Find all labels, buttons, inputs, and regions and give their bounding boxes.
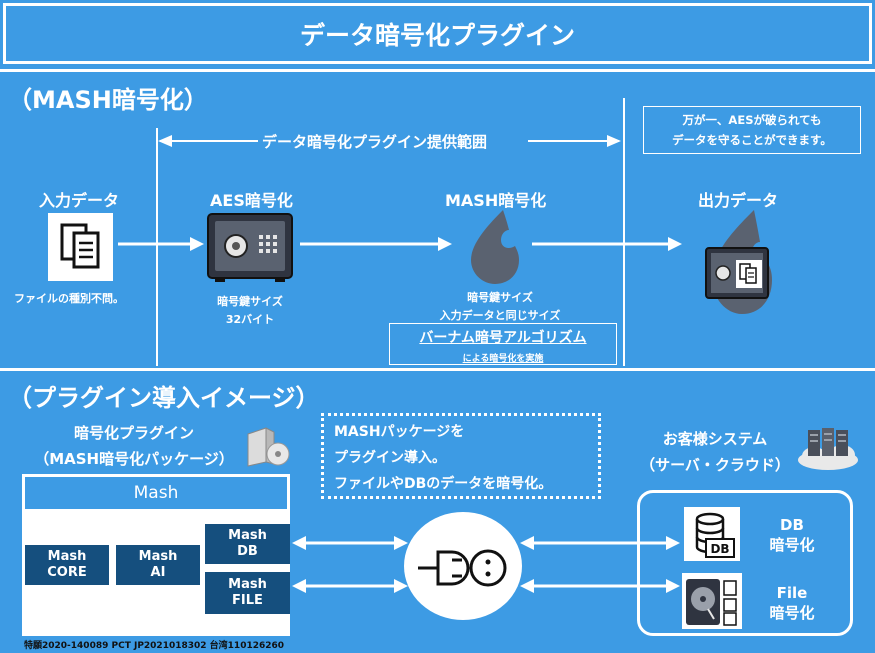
aes-caption-line1: 暗号鍵サイズ	[217, 295, 283, 308]
section2-heading: （プラグイン導入イメージ）	[8, 384, 320, 412]
plug-icon	[404, 512, 522, 620]
plugin-label: 暗号化プラグイン （MASH暗号化パッケージ）	[20, 420, 248, 472]
file-drive-icon	[682, 573, 742, 629]
divider-top	[0, 69, 875, 72]
mash-title: MASH暗号化	[445, 191, 547, 210]
drop-icon	[465, 208, 525, 286]
input-data-caption: ファイルの種別不問。	[14, 292, 124, 305]
mash-ai-line1: Mash	[138, 549, 178, 565]
file-encryption-line2: 暗号化	[769, 604, 815, 622]
customer-system-box: DB DB 暗号化 File 暗号化	[637, 490, 853, 636]
db-encryption-line1: DB	[780, 516, 804, 534]
mash-box-header: Mash	[25, 477, 287, 509]
section1-heading: （MASH暗号化）	[8, 86, 208, 114]
callout-line3: ファイルやDBのデータを暗号化。	[334, 476, 553, 492]
customer-system-label: お客様システム （サーバ・クラウド）	[625, 426, 805, 478]
aes-note-box: 万が一、AESが破られても データを守ることができます。	[643, 106, 861, 154]
cloud-server-icon	[796, 424, 860, 472]
divider-middle	[0, 368, 875, 371]
mash-core-line1: Mash	[47, 549, 87, 565]
range-right-line	[623, 98, 625, 366]
callout-box: MASHパッケージを プラグイン導入。 ファイルやDBのデータを暗号化。	[321, 413, 601, 499]
mash-file-line2: FILE	[232, 593, 263, 608]
aes-note-line1: 万が一、AESが破られても	[682, 113, 822, 127]
mash-caption-line1: 暗号鍵サイズ	[467, 291, 533, 304]
mash-file-line1: Mash	[228, 577, 267, 593]
customer-system-line1: お客様システム	[662, 430, 768, 448]
safe-icon	[207, 213, 293, 283]
algorithm-title: バーナム暗号アルゴリズム	[419, 330, 587, 346]
algorithm-box: バーナム暗号アルゴリズム による暗号化を実施	[389, 323, 617, 365]
plugin-label-line1: 暗号化プラグイン	[73, 424, 194, 442]
callout-line2: プラグイン導入。	[334, 450, 446, 466]
patent-number: 特願2020-140089 PCT JP2021018302 台湾1101262…	[24, 641, 285, 651]
encrypted-output-icon	[702, 208, 774, 316]
input-data-title: 入力データ	[39, 191, 120, 210]
db-encryption-line2: 暗号化	[769, 536, 815, 554]
aes-title: AES暗号化	[210, 191, 293, 210]
mash-caption: 暗号鍵サイズ 入力データと同じサイズ	[410, 289, 590, 325]
aes-note-line2: データを守ることができます。	[672, 133, 832, 147]
algorithm-sub: による暗号化を実施	[462, 354, 544, 364]
mash-db-line1: Mash	[228, 528, 267, 544]
output-data-title: 出力データ	[698, 191, 779, 210]
range-label: データ暗号化プラグイン提供範囲	[262, 133, 488, 151]
db-encryption-label: DB 暗号化	[752, 515, 832, 555]
page-title: データ暗号化プラグイン	[3, 3, 872, 64]
file-encryption-label: File 暗号化	[752, 583, 832, 623]
plugin-label-line2: （MASH暗号化パッケージ）	[34, 450, 234, 468]
database-icon: DB	[684, 507, 740, 561]
aes-caption-line2: 32バイト	[225, 313, 275, 326]
mash-caption-line2: 入力データと同じサイズ	[439, 309, 561, 322]
document-icon	[48, 213, 113, 281]
aes-caption: 暗号鍵サイズ 32バイト	[200, 293, 300, 329]
mash-ai-line2: AI	[150, 565, 166, 580]
file-encryption-line1: File	[776, 584, 808, 602]
callout-line1: MASHパッケージを	[334, 424, 465, 440]
customer-system-line2: （サーバ・クラウド）	[640, 456, 790, 474]
database-icon-text: DB	[710, 542, 729, 556]
software-package-icon	[244, 424, 292, 468]
mash-core-line2: CORE	[47, 565, 87, 580]
range-left-line	[156, 128, 158, 366]
mash-db-line2: DB	[237, 544, 258, 559]
